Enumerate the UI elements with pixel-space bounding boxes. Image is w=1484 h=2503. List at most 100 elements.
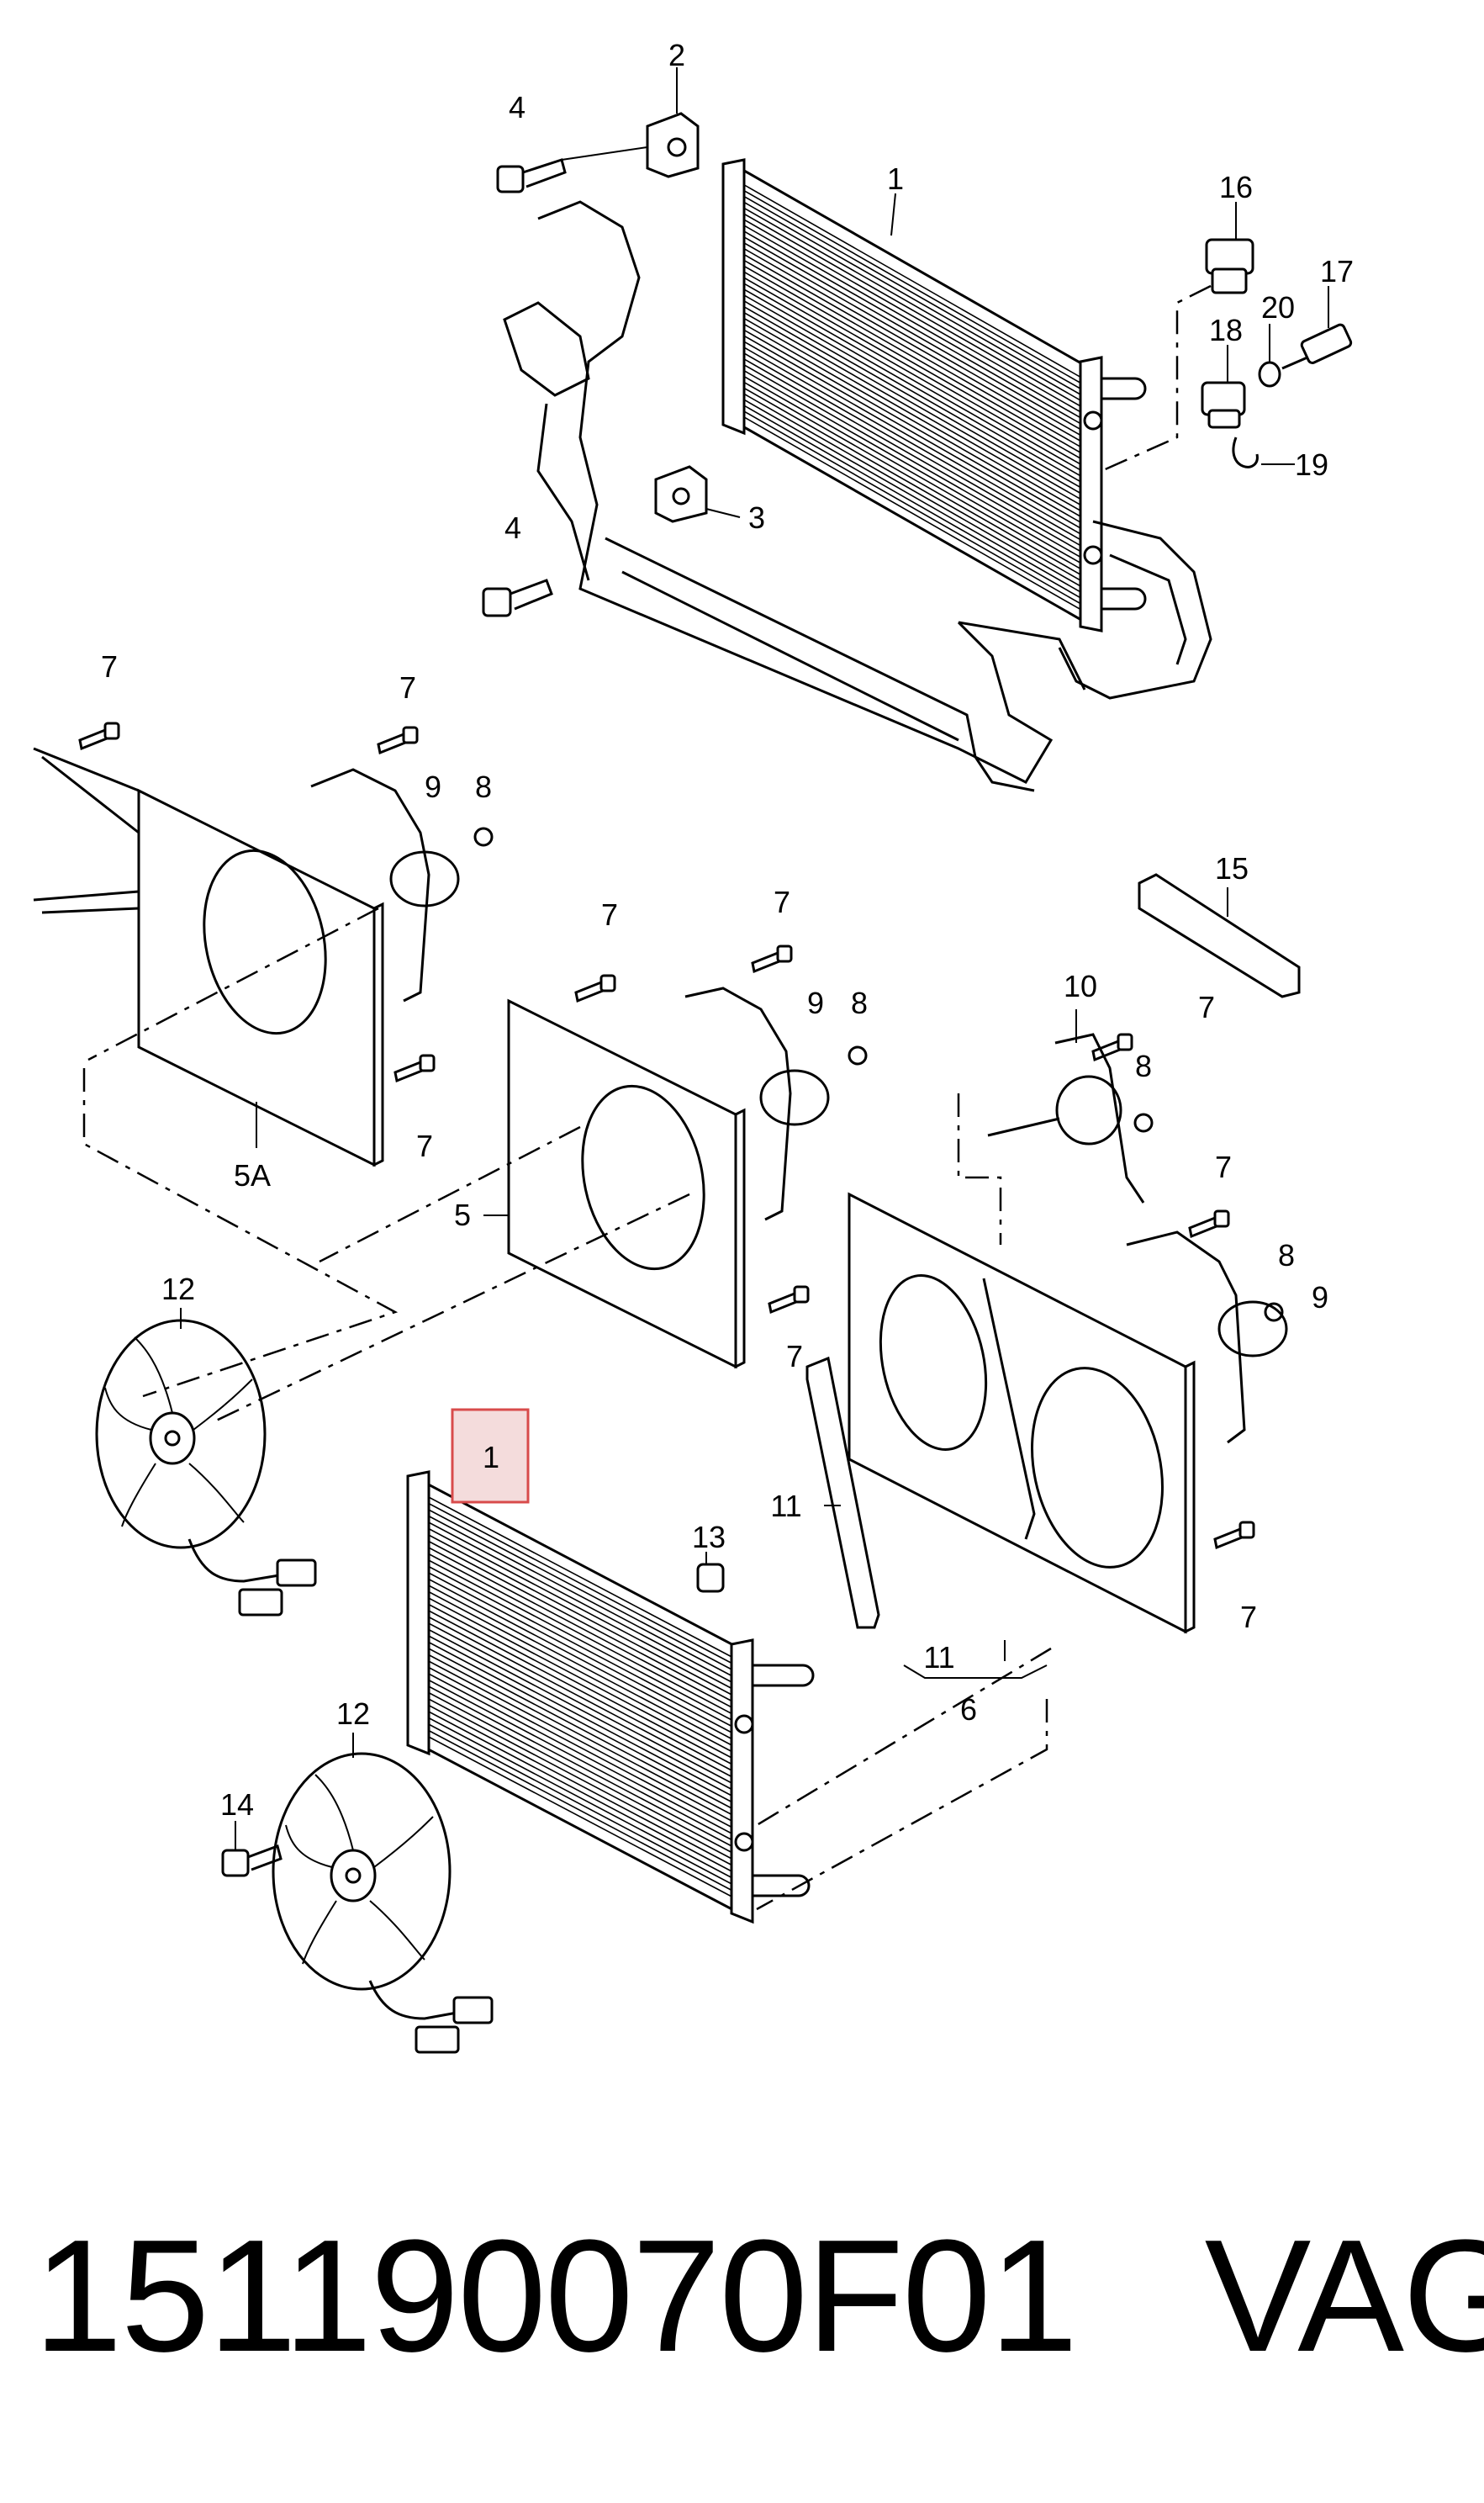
callout-11-left: 11: [770, 1489, 801, 1523]
radiator-fin: [739, 326, 1094, 531]
radiator-fin: [424, 1645, 737, 1812]
screw-7: [377, 726, 419, 755]
callout-7-c: 7: [601, 897, 618, 932]
radiator-fin: [424, 1652, 737, 1818]
radiator-fin: [739, 246, 1094, 449]
callout-9-a: 9: [425, 770, 441, 804]
callout-19: 19: [1295, 447, 1328, 482]
radiator-fin: [739, 280, 1094, 484]
radiator-fin: [739, 210, 1094, 415]
condenser-top: [721, 158, 1147, 632]
radiator-fin: [739, 182, 1094, 385]
callout-3: 3: [748, 500, 765, 535]
radiator-fin: [424, 1513, 737, 1679]
radiator-fin: [739, 222, 1094, 426]
radiator-fin: [424, 1639, 737, 1805]
radiator-fin: [739, 240, 1094, 443]
fan-shroud-6: [848, 1192, 1288, 1634]
callout-2: 2: [668, 38, 685, 72]
radiator-fin: [739, 204, 1094, 409]
radiator-fin: [424, 1715, 737, 1881]
radiator-fin: [424, 1607, 737, 1774]
bracket-3: [654, 465, 708, 523]
seal-11: [805, 1356, 880, 1629]
callout-12-bottom: 12: [336, 1696, 370, 1731]
radiator-fin: [739, 298, 1094, 501]
radiator-fin: [739, 356, 1094, 559]
radiator-fin: [739, 362, 1094, 565]
screw-7: [78, 722, 120, 751]
callout-7-a: 7: [101, 649, 118, 684]
radiator-fin: [424, 1677, 737, 1843]
radiator-fin: [739, 198, 1094, 403]
radiator-fin: [739, 332, 1094, 537]
radiator-fin: [739, 310, 1094, 513]
radiator-fin: [424, 1614, 737, 1780]
front-carrier-frame: [503, 200, 1212, 792]
radiator-fin: [739, 234, 1094, 437]
radiator-fin: [424, 1733, 737, 1900]
callout-15: 15: [1215, 851, 1249, 886]
radiator-fin: [739, 193, 1094, 397]
radiator-fin: [424, 1601, 737, 1767]
radiator-fin: [424, 1557, 737, 1723]
clip-19: [1232, 437, 1259, 468]
radiator-fin: [424, 1702, 737, 1868]
bracket-2: [646, 112, 700, 178]
radiator-fin: [739, 257, 1094, 461]
callout-5A: 5A: [234, 1158, 271, 1193]
bolt-4-mid: [482, 579, 553, 617]
callout-16: 16: [1219, 170, 1253, 204]
fan-12-bottom: [272, 1752, 494, 2054]
radiator-fin: [739, 286, 1094, 489]
callout-7-g: 7: [1215, 1150, 1232, 1184]
highlight-box: [451, 1408, 530, 1504]
bracket-10: [987, 1033, 1145, 1204]
callout-1-top: 1: [887, 161, 904, 196]
screw-7: [1091, 1033, 1133, 1062]
callout-labels: 2 4 1 16 17 18 20 19 3 4 7 7 9 8 15 7 7 …: [101, 38, 1354, 1822]
callout-8-c: 8: [1135, 1049, 1152, 1083]
radiator-fin: [424, 1633, 737, 1799]
callout-8-d: 8: [1278, 1238, 1295, 1273]
part-number-caption: 151190070F01 VAG: [34, 2207, 1484, 2385]
radiator-fin: [424, 1500, 737, 1666]
radiator-fin: [424, 1538, 737, 1704]
radiator-fin: [739, 251, 1094, 455]
screw-7: [1188, 1209, 1230, 1239]
screw-7: [574, 974, 616, 1003]
callout-17: 17: [1320, 254, 1354, 288]
screw-7: [393, 1054, 436, 1083]
sensor-17: [1281, 323, 1353, 370]
callout-4-top: 4: [509, 90, 525, 124]
radiator-fin: [424, 1670, 737, 1837]
callout-7-i: 7: [1240, 1600, 1257, 1634]
screw-7: [768, 1285, 810, 1315]
callout-4-mid: 4: [504, 511, 521, 545]
callout-13: 13: [692, 1520, 726, 1554]
radiator-fin: [424, 1728, 737, 1893]
callout-8-b: 8: [851, 986, 868, 1020]
radiator-fin: [424, 1664, 737, 1830]
radiator-fin: [739, 304, 1094, 507]
radiator-fin: [739, 188, 1094, 391]
radiator-fin: [424, 1532, 737, 1698]
callout-7-e: 7: [416, 1129, 433, 1163]
screw-7: [1213, 1521, 1255, 1550]
switch-16: [1205, 238, 1254, 294]
callout-18: 18: [1209, 313, 1243, 347]
nut-8: [1133, 1113, 1154, 1133]
callout-5: 5: [454, 1198, 471, 1232]
radiator-fin: [424, 1564, 737, 1729]
radiator-fin: [739, 315, 1094, 519]
radiator-fin: [424, 1589, 737, 1754]
callout-7-h: 7: [786, 1339, 803, 1373]
callout-9-b: 9: [807, 986, 824, 1020]
radiator-fin: [424, 1658, 737, 1824]
radiator-fin: [739, 368, 1094, 571]
radiator-fin: [739, 274, 1094, 479]
radiator-fin: [739, 408, 1094, 611]
trim-strip-15: [1138, 873, 1301, 998]
callout-9-c: 9: [1312, 1280, 1328, 1315]
callout-8-a: 8: [475, 770, 492, 804]
